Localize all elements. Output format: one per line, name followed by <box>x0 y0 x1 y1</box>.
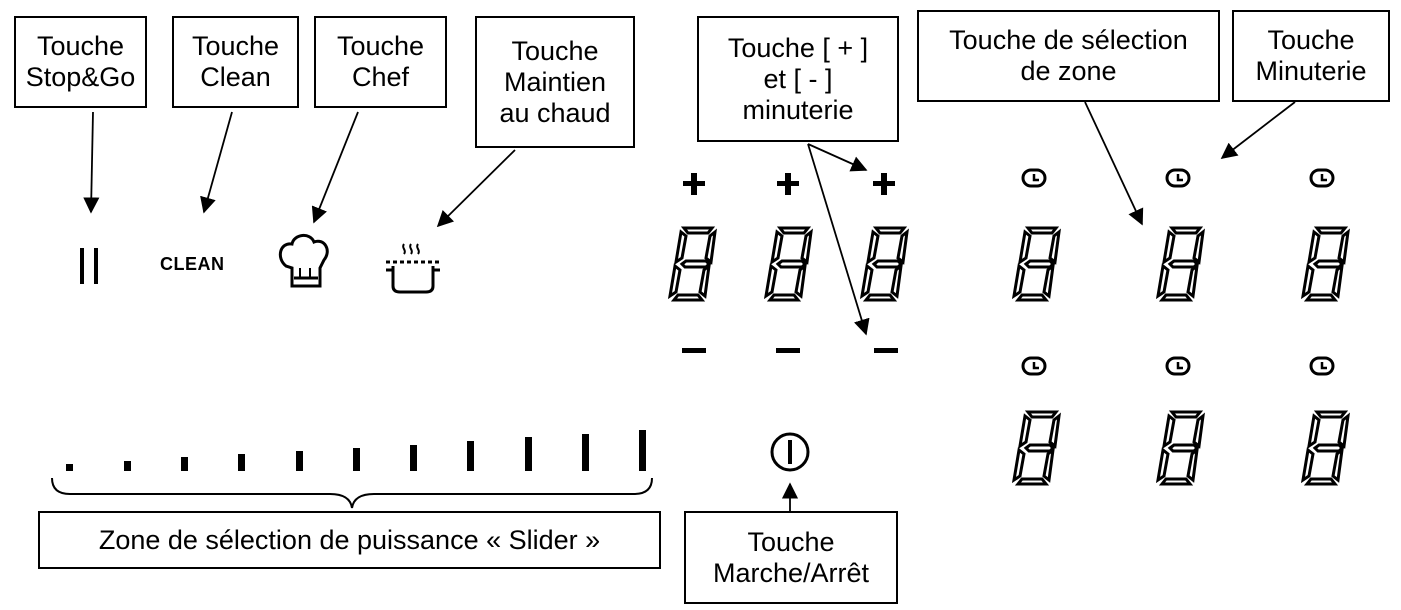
callout-clean: Touche Clean <box>172 16 299 108</box>
zone-digits[interactable] <box>1012 226 1350 486</box>
clean-key-label[interactable]: CLEAN <box>160 254 225 274</box>
power-icon[interactable] <box>770 432 810 472</box>
zone-timer-icons[interactable] <box>1021 168 1335 376</box>
power-slider[interactable] <box>66 430 646 471</box>
timer-digits <box>668 226 909 302</box>
callout-stopgo: Touche Stop&Go <box>14 16 147 108</box>
slider-brace <box>51 477 653 509</box>
callout-keepwarm: Touche Maintien au chaud <box>475 16 635 148</box>
callout-plusminus: Touche [ + ] et [ - ] minuterie <box>697 16 899 142</box>
callout-onoff: Touche Marche/Arrêt <box>684 511 898 604</box>
timer-plus-keys[interactable] <box>683 173 895 195</box>
callout-chef: Touche Chef <box>314 16 447 108</box>
callout-timer: Touche Minuterie <box>1232 10 1390 102</box>
callout-slider: Zone de sélection de puissance « Slider … <box>38 511 661 569</box>
leader-arrows <box>83 101 1296 511</box>
pause-icon[interactable] <box>80 248 98 284</box>
timer-minus-keys[interactable] <box>682 348 898 353</box>
chef-hat-icon[interactable] <box>278 234 329 288</box>
callout-zone-select: Touche de sélection de zone <box>917 10 1220 102</box>
keep-warm-pot-icon[interactable] <box>386 243 440 294</box>
